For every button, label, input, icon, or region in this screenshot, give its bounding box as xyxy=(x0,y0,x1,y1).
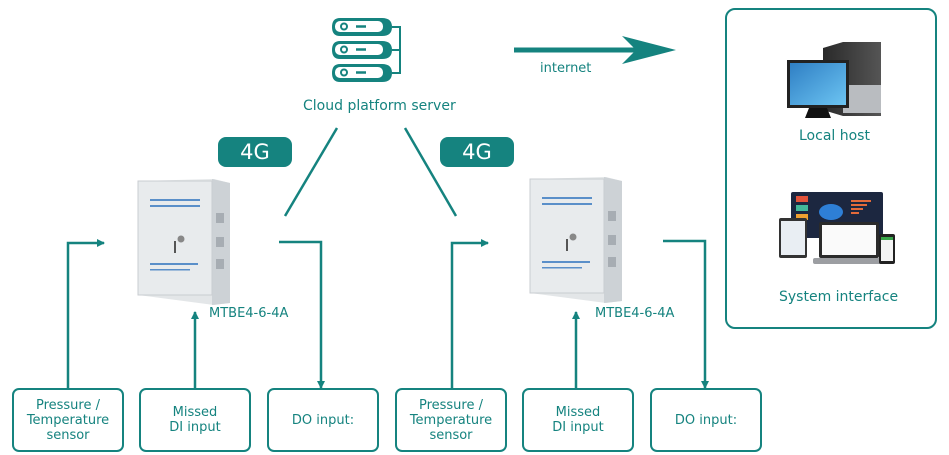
internet-label: internet xyxy=(540,61,592,76)
local-host-node xyxy=(785,40,885,122)
link-cloud-device-1 xyxy=(283,127,339,217)
control-cabinet-icon xyxy=(136,177,232,307)
input-box-sensor: Pressure / Temperature sensor xyxy=(395,388,507,452)
multi-device-dashboard-icon xyxy=(779,192,895,264)
server-stack-icon xyxy=(332,18,401,82)
input-box-label: Missed DI input xyxy=(169,405,221,435)
desktop-computer-icon xyxy=(787,42,881,118)
device-model-label: MTBE4-6-4A xyxy=(209,306,289,321)
input-box-label: Pressure / Temperature sensor xyxy=(26,397,110,443)
device-model-label: MTBE4-6-4A xyxy=(595,306,675,321)
system-interface-node xyxy=(779,190,897,270)
wire-do-2 xyxy=(663,239,709,389)
cloud-server-node xyxy=(330,16,410,88)
network-badge-4g: 4G xyxy=(218,137,292,167)
system-interface-label: System interface xyxy=(779,289,899,305)
input-box-label: DO input: xyxy=(291,412,355,428)
cloud-server-label: Cloud platform server xyxy=(303,98,456,114)
input-box-di: Missed DI input xyxy=(522,388,634,452)
control-cabinet-icon xyxy=(528,175,624,305)
input-box-sensor: Pressure / Temperature sensor xyxy=(12,388,124,452)
network-badge-4g: 4G xyxy=(440,137,514,167)
input-box-do: DO input: xyxy=(650,388,762,452)
input-box-label: DO input: xyxy=(674,412,738,428)
input-box-label: Missed DI input xyxy=(552,405,604,435)
client-panel: Local host System interface xyxy=(725,8,937,329)
input-box-do: DO input: xyxy=(267,388,379,452)
wire-do-1 xyxy=(279,240,325,389)
wire-sensor-2 xyxy=(450,239,489,392)
link-cloud-device-2 xyxy=(403,127,458,217)
local-host-label: Local host xyxy=(799,128,870,144)
input-box-label: Pressure / Temperature sensor xyxy=(409,397,493,443)
wire-sensor-1 xyxy=(66,239,105,392)
internet-arrow xyxy=(514,36,676,64)
input-box-di: Missed DI input xyxy=(139,388,251,452)
